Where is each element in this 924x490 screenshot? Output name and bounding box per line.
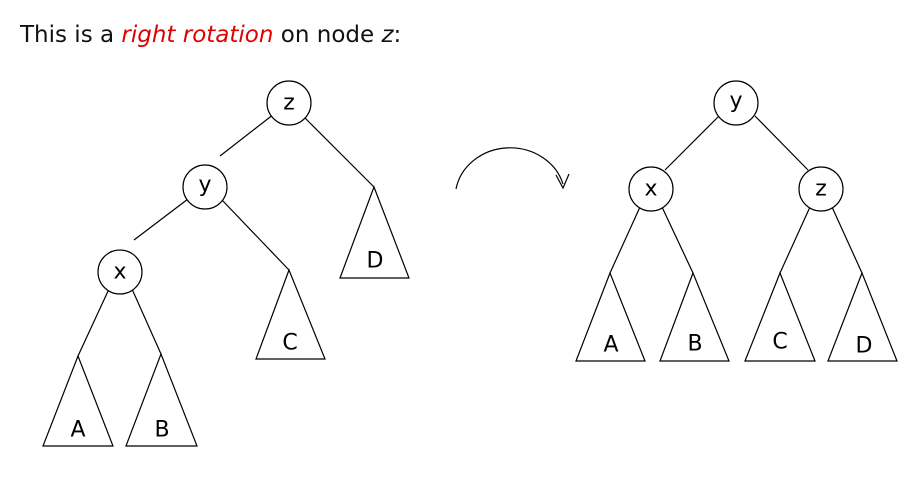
after-edge-z-c — [779, 206, 811, 274]
title-suffix: : — [393, 22, 402, 48]
after-edge-x-b — [661, 206, 694, 274]
before-edge-y-x — [133, 198, 189, 241]
after-subtree-d-triangle — [827, 271, 898, 362]
before-edge-z-y — [219, 113, 275, 157]
before-subtree-b-triangle — [125, 352, 198, 447]
before-subtree-b-label: B — [154, 418, 169, 443]
before-node-y — [182, 164, 228, 210]
after-node-z-label: z — [815, 177, 827, 202]
before-subtree-c-triangle — [255, 268, 326, 360]
before-subtree-a-triangle — [42, 354, 114, 447]
after-node-y-label: y — [729, 89, 742, 114]
after-tree: A B C D y x z — [575, 80, 898, 362]
page-title: This is a right rotation on node z: — [20, 22, 401, 48]
after-edge-y-z — [754, 115, 809, 171]
before-subtree-d-label: D — [367, 249, 384, 274]
after-subtree-b-triangle — [659, 271, 730, 362]
before-subtree-a-label: A — [70, 418, 85, 443]
after-node-y — [713, 80, 759, 126]
title-node: z — [381, 22, 394, 48]
after-node-x-label: x — [644, 177, 657, 202]
before-edge-z-d — [303, 116, 375, 188]
after-subtree-a-label: A — [603, 333, 618, 358]
before-edge-x-b — [131, 288, 162, 355]
before-edge-x-a — [77, 288, 110, 357]
before-node-x — [97, 249, 143, 295]
after-node-x — [628, 166, 674, 212]
after-subtree-d-label: D — [856, 334, 873, 359]
after-edge-z-d — [831, 206, 863, 274]
before-node-x-label: x — [113, 260, 126, 285]
before-subtree-d-triangle — [339, 185, 410, 279]
after-edge-y-x — [664, 115, 720, 171]
before-node-z — [266, 80, 312, 126]
title-emphasis: right rotation — [121, 22, 274, 48]
after-subtree-c-label: C — [772, 330, 787, 355]
after-edge-x-a — [609, 206, 641, 274]
after-subtree-a-triangle — [575, 271, 646, 362]
before-node-z-label: z — [283, 91, 295, 116]
after-subtree-b-label: B — [687, 332, 702, 357]
after-node-z — [798, 166, 844, 212]
clockwise-arc-arrow-icon — [455, 147, 570, 190]
before-node-y-label: y — [198, 173, 211, 198]
title-middle: on node — [273, 22, 382, 48]
before-edge-y-c — [221, 199, 290, 271]
title-prefix: This is a — [20, 22, 122, 48]
before-subtree-c-label: C — [282, 331, 297, 356]
after-subtree-c-triangle — [744, 271, 816, 362]
before-tree: A B C D z y x — [42, 80, 410, 447]
